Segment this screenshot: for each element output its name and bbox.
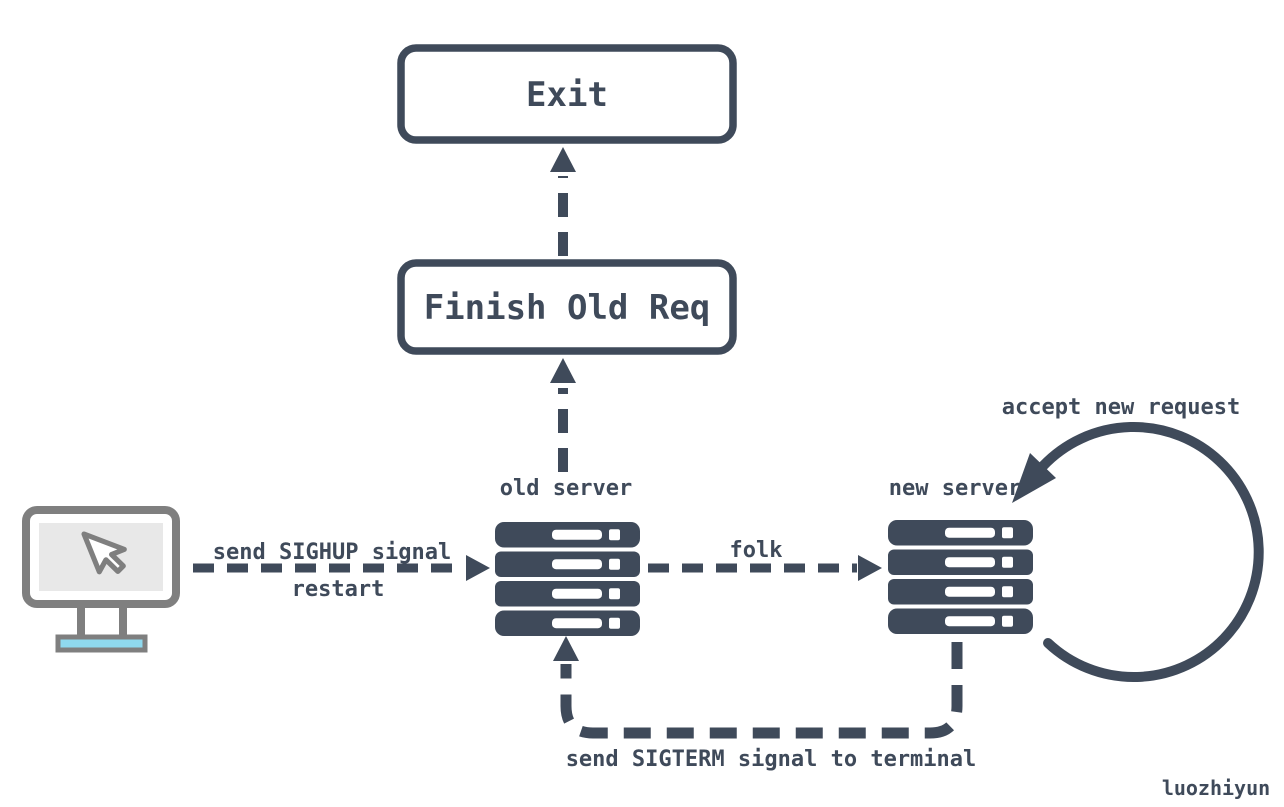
exit-label: Exit — [526, 75, 608, 115]
exit-node: Exit — [397, 44, 737, 144]
new-server-icon — [888, 520, 1033, 634]
sighup-label: send SIGHUP signal — [213, 540, 451, 565]
sigterm-label: send SIGTERM signal to terminal — [566, 747, 977, 772]
folk-arrow: folk — [648, 538, 882, 581]
arrowhead-loop-icon — [1012, 453, 1056, 503]
sighup-arrow: send SIGHUP signal restart — [193, 540, 490, 602]
monitor-leg — [119, 602, 127, 637]
exit-box — [397, 44, 737, 144]
monitor-base — [55, 634, 148, 653]
finish-to-exit-arrow — [550, 147, 576, 256]
restart-label: restart — [292, 577, 385, 602]
sigterm-arrow: send SIGTERM signal to terminal — [553, 636, 976, 772]
old-server-icon — [495, 522, 640, 636]
arrowhead-up-icon — [553, 636, 579, 661]
arrowhead-right-icon — [858, 555, 882, 581]
folk-label: folk — [730, 538, 783, 563]
finish-old-req-box — [397, 259, 737, 355]
arrowhead-up-icon — [550, 147, 576, 172]
accept-new-request-label: accept new request — [1002, 395, 1240, 420]
old-server-node: old server — [495, 476, 640, 636]
accept-loop-arrow: accept new request — [1002, 395, 1264, 682]
client-computer-icon — [22, 506, 180, 653]
oldserver-to-finish-arrow — [550, 358, 576, 472]
monitor-leg — [77, 602, 85, 637]
watermark: luozhiyun — [1162, 776, 1270, 800]
new-server-label: new server — [889, 476, 1021, 501]
old-server-label: old server — [500, 476, 632, 501]
arrowhead-right-icon — [466, 555, 490, 581]
new-server-node: new server — [888, 476, 1033, 634]
mouse-cursor-icon — [81, 531, 127, 575]
finish-old-req-label: Finish Old Req — [424, 288, 711, 328]
arrowhead-up-icon — [550, 358, 576, 383]
finish-old-req-node: Finish Old Req — [397, 259, 737, 355]
